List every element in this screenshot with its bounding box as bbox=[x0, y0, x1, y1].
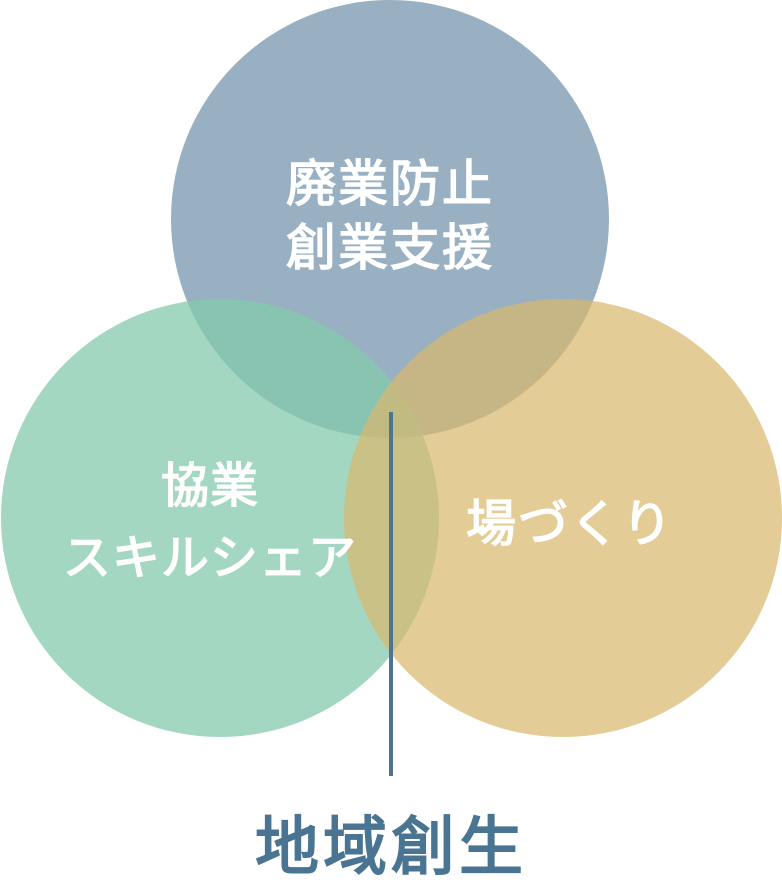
label-line: スキルシェア bbox=[62, 530, 357, 586]
circle-label-place-making: 場づくり bbox=[450, 494, 690, 554]
venn-circle-place-making bbox=[344, 299, 782, 737]
label-line: 廃業防止 bbox=[286, 155, 494, 213]
label-line: 場づくり bbox=[466, 495, 674, 553]
circle-label-collaboration: 協業 スキルシェア bbox=[10, 450, 410, 594]
label-line: 創業支援 bbox=[286, 219, 494, 277]
label-line: 協業 bbox=[160, 458, 259, 514]
center-connector-line bbox=[389, 412, 393, 776]
center-label-regional-revitalization: 地域創生 bbox=[255, 811, 527, 885]
circle-label-business-support: 廃業防止 創業支援 bbox=[171, 152, 609, 280]
